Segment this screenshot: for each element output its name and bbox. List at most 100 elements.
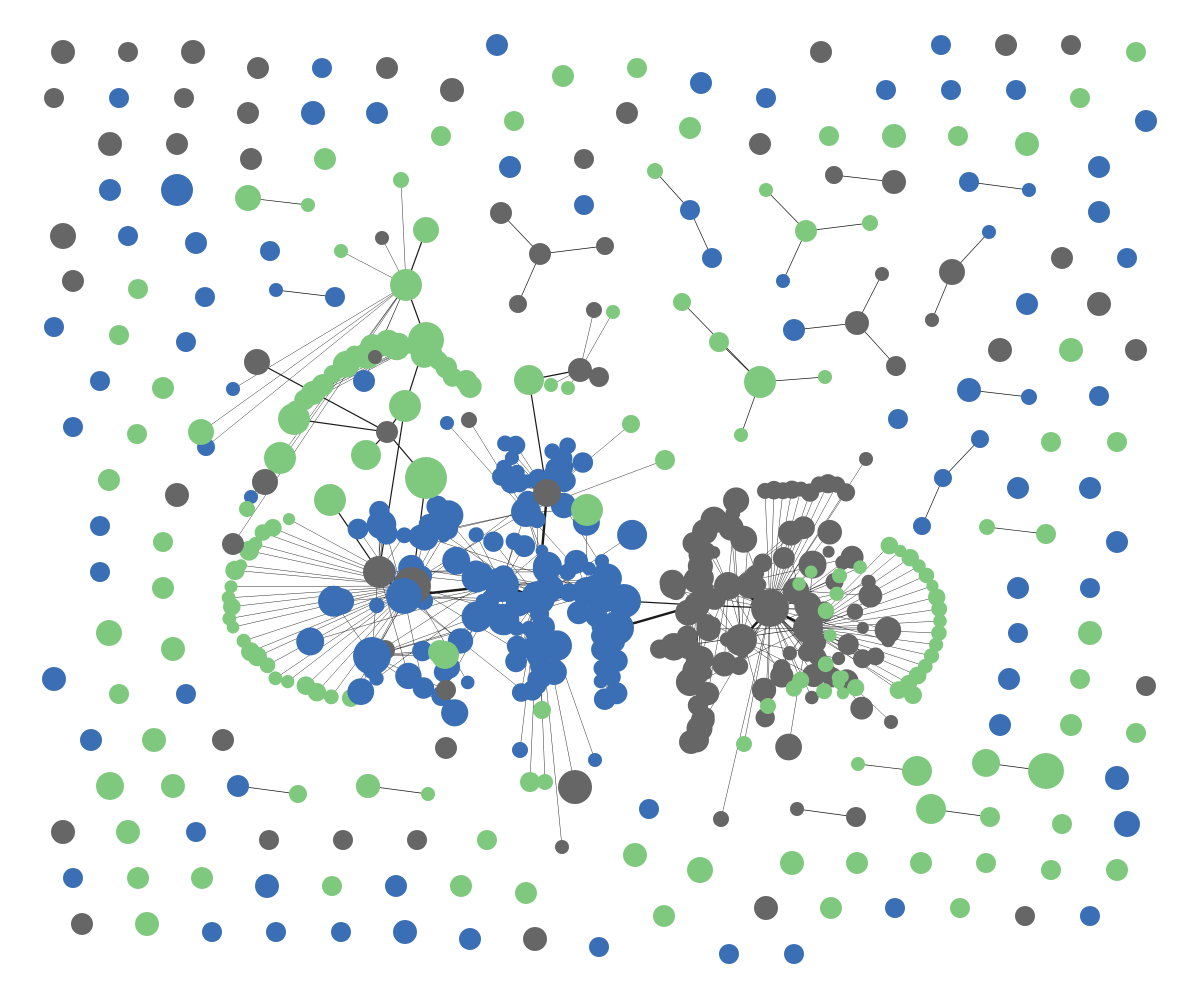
- isolated-green-node: [161, 774, 185, 798]
- isolated-gray-node: [376, 57, 398, 79]
- hub-gray-node: [244, 349, 270, 375]
- isolated-blue-node: [574, 195, 594, 215]
- network-green-node: [792, 577, 806, 591]
- network-gray-node: [679, 730, 703, 754]
- network-gray-node: [836, 483, 856, 502]
- isolated-gray-node: [247, 57, 269, 79]
- hub-blue-node: [521, 581, 555, 615]
- isolated-green-node: [504, 111, 524, 131]
- hub-green-node: [278, 403, 310, 435]
- leaf-edge: [205, 284, 407, 448]
- isolated-blue-node: [1016, 293, 1038, 315]
- network-green-node: [933, 614, 947, 628]
- network-green-node: [334, 244, 348, 258]
- network-green-node: [655, 450, 675, 470]
- network-green-node: [622, 415, 640, 433]
- component-hub-node: [1028, 753, 1064, 789]
- leaf-edge: [807, 596, 937, 629]
- isolated-gray-node: [181, 40, 205, 64]
- hub-gray-node: [684, 592, 710, 618]
- isolated-green-node: [882, 124, 906, 148]
- isolated-gray-node: [440, 78, 464, 102]
- network-blue-node: [440, 416, 454, 430]
- network-blue-node: [468, 527, 484, 543]
- network-green-node: [829, 586, 844, 601]
- component-leaf-node: [790, 802, 804, 816]
- component-hub-node: [227, 775, 249, 797]
- network-blue-node: [567, 601, 591, 625]
- component-leaf-node: [759, 183, 773, 197]
- hub-green-node: [351, 440, 381, 470]
- isolated-green-node: [679, 117, 701, 139]
- network-gray-node: [723, 487, 750, 514]
- network-gray-node: [751, 577, 767, 593]
- network-blue-node: [555, 470, 576, 492]
- hub-gray-node: [725, 624, 757, 656]
- component-hub-node: [902, 756, 932, 786]
- isolated-gray-node: [62, 270, 84, 292]
- isolated-green-node: [191, 867, 213, 889]
- network-green-node: [823, 629, 837, 642]
- isolated-gray-node: [44, 88, 64, 108]
- leaf-edge: [769, 484, 838, 609]
- network-gray-node: [835, 555, 850, 570]
- isolated-blue-node: [1007, 477, 1029, 499]
- isolated-blue-node: [1088, 201, 1110, 223]
- network-blue-node: [461, 601, 493, 633]
- component-hub-node: [744, 366, 776, 398]
- network-green-node: [904, 686, 922, 704]
- isolated-green-node: [1041, 860, 1061, 880]
- component-leaf-node: [851, 757, 865, 771]
- component-leaf-node: [1022, 183, 1036, 197]
- network-gray-node: [817, 519, 842, 545]
- small-component-edge: [968, 181, 1030, 191]
- isolated-blue-node: [888, 409, 908, 429]
- network-green-node: [236, 633, 251, 649]
- leaf-edge: [696, 627, 809, 684]
- network-gray-node: [874, 616, 902, 644]
- isolated-green-node: [1126, 42, 1146, 62]
- network-blue-node: [460, 675, 475, 690]
- isolated-gray-node: [1136, 676, 1156, 696]
- isolated-blue-node: [639, 799, 659, 819]
- network-green-node: [296, 676, 316, 695]
- isolated-green-node: [653, 905, 675, 927]
- network-gray-node: [558, 770, 592, 804]
- network-gray-node: [772, 659, 791, 677]
- isolated-blue-node: [1089, 386, 1109, 406]
- isolated-blue-node: [118, 226, 138, 246]
- component-leaf-node: [875, 267, 889, 281]
- network-blue-node: [605, 649, 628, 673]
- hub-gray-node: [376, 421, 398, 443]
- isolated-blue-node: [1007, 577, 1029, 599]
- network-gray-node: [778, 520, 803, 546]
- component-leaf-node: [734, 428, 748, 442]
- isolated-blue-node: [255, 874, 279, 898]
- isolated-green-node: [820, 897, 842, 919]
- network-green-node: [606, 305, 620, 319]
- isolated-gray-node: [407, 830, 427, 850]
- isolated-green-node: [1070, 669, 1090, 689]
- hub-gray-node: [714, 572, 742, 600]
- isolated-blue-node: [331, 922, 351, 942]
- hub-green-node: [390, 269, 422, 301]
- isolated-green-node: [314, 148, 336, 170]
- network-gray-node: [775, 733, 802, 761]
- isolated-blue-node: [589, 937, 609, 957]
- network-green-node: [264, 519, 282, 537]
- isolated-blue-node: [1105, 766, 1129, 790]
- isolated-gray-node: [118, 42, 138, 62]
- network-green-node: [520, 772, 540, 792]
- isolated-blue-node: [756, 88, 776, 108]
- isolated-gray-node: [995, 34, 1017, 56]
- isolated-blue-node: [44, 317, 64, 337]
- component-leaf-node: [886, 356, 906, 376]
- isolated-green-node: [127, 867, 149, 889]
- hub-blue-node: [600, 611, 634, 645]
- leaf-edge: [232, 284, 407, 545]
- component-hub-node: [235, 185, 261, 211]
- isolated-blue-node: [784, 944, 804, 964]
- isolated-gray-node: [1061, 35, 1081, 55]
- isolated-green-node: [1015, 132, 1039, 156]
- network-blue-node: [572, 452, 594, 473]
